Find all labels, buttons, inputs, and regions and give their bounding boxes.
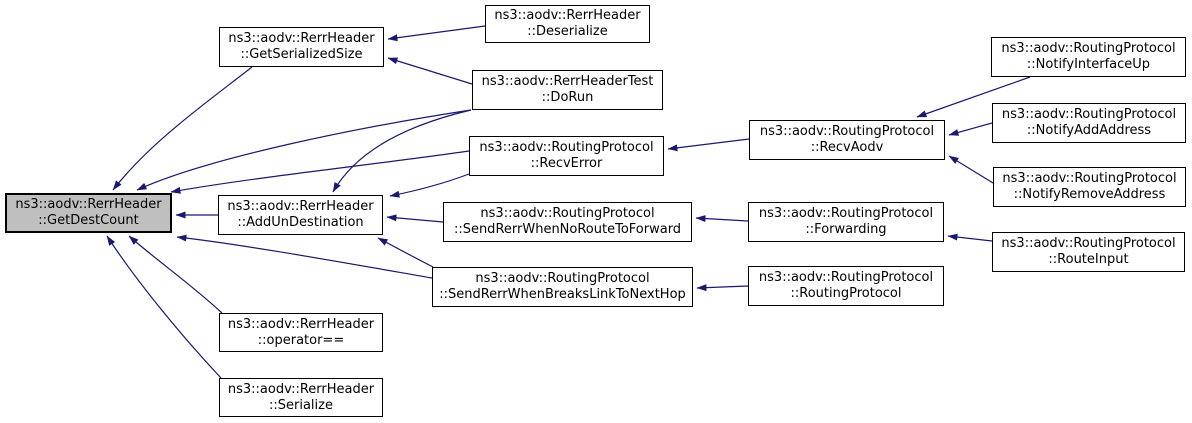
edge-notify-add-address-to-recv-aodv — [948, 122, 993, 136]
node-label-line: ::NotifyRemoveAddress — [1013, 187, 1166, 202]
edge-send-rerr-no-route-to-add-un-destination — [386, 214, 444, 223]
node-label-line: ::GetSerializedSize — [240, 47, 363, 62]
node-label-line: ::NotifyAddAddress — [1026, 123, 1152, 138]
graph-node-deserialize[interactable]: ns3::aodv::RerrHeader::Deserialize — [485, 5, 650, 43]
graph-node-notify-remove-address[interactable]: ns3::aodv::RoutingProtocol::NotifyRemove… — [993, 167, 1186, 207]
edge-send-rerr-breaks-link-to-get-dest-count — [176, 234, 433, 279]
node-label-line: ns3::aodv::RoutingProtocol — [480, 206, 655, 221]
edge-notify-remove-address-to-recv-aodv — [948, 155, 994, 184]
graph-node-notify-add-address[interactable]: ns3::aodv::RoutingProtocol::NotifyAddAdd… — [992, 103, 1186, 143]
node-label-line: ns3::aodv::RerrHeader — [15, 197, 162, 212]
edge-forwarding-to-send-rerr-no-route — [695, 215, 749, 223]
node-label-line: ns3::aodv::RoutingProtocol — [1002, 171, 1177, 186]
node-label-line: ns3::aodv::RoutingProtocol — [475, 271, 650, 286]
graph-node-forwarding[interactable]: ns3::aodv::RoutingProtocol::Forwarding — [748, 202, 944, 242]
graph-node-get-dest-count: ns3::aodv::RerrHeader::GetDestCount — [5, 193, 172, 233]
node-label-line: ns3::aodv::RoutingProtocol — [479, 140, 654, 155]
node-label-line: ::SendRerrWhenNoRouteToForward — [453, 222, 682, 237]
graph-node-serialize[interactable]: ns3::aodv::RerrHeader::Serialize — [219, 378, 383, 417]
graph-node-do-run[interactable]: ns3::aodv::RerrHeaderTest::DoRun — [472, 70, 663, 110]
node-label-line: ns3::aodv::RerrHeader — [227, 199, 374, 214]
edge-routing-protocol-ctor-to-send-rerr-breaks-link — [696, 284, 749, 292]
node-label-line: ::AddUnDestination — [237, 215, 364, 230]
edge-route-input-to-forwarding — [947, 233, 993, 242]
node-label-line: ns3::aodv::RerrHeader — [228, 31, 375, 46]
node-label-line: ns3::aodv::RerrHeaderTest — [481, 74, 654, 89]
edge-deserialize-to-get-serialized-size — [387, 25, 486, 42]
graph-node-send-rerr-no-route[interactable]: ns3::aodv::RoutingProtocol::SendRerrWhen… — [443, 202, 692, 242]
node-label-line: ::RecvError — [530, 156, 603, 171]
node-label-line: ns3::aodv::RerrHeader — [227, 381, 375, 397]
graph-node-add-un-destination[interactable]: ns3::aodv::RerrHeader::AddUnDestination — [218, 195, 383, 235]
node-label-line: ::NotifyInterfaceUp — [1026, 57, 1151, 72]
node-label-line: ::Forwarding — [805, 222, 887, 237]
graph-node-operator-eq[interactable]: ns3::aodv::RerrHeader::operator== — [219, 313, 383, 352]
node-label-line: ns3::aodv::RoutingProtocol — [1001, 107, 1177, 122]
edge-recv-error-to-add-un-destination — [389, 173, 470, 198]
node-label-line: ::RecvAodv — [810, 140, 884, 155]
node-label-line: ::RoutingProtocol — [790, 286, 902, 301]
graph-node-route-input[interactable]: ns3::aodv::RoutingProtocol::RouteInput — [992, 232, 1185, 272]
node-label-line: ::GetDestCount — [38, 213, 139, 228]
graph-node-send-rerr-breaks-link[interactable]: ns3::aodv::RoutingProtocol::SendRerrWhen… — [432, 267, 693, 307]
edge-do-run-to-add-un-destination — [332, 109, 472, 193]
node-label-line: ::SendRerrWhenBreaksLinkToNextHop — [439, 287, 686, 302]
edge-recv-error-to-get-dest-count — [170, 150, 470, 194]
graph-node-recv-aodv[interactable]: ns3::aodv::RoutingProtocol::RecvAodv — [749, 120, 945, 160]
edge-recv-aodv-to-recv-error — [667, 138, 750, 152]
edge-operator-eq-to-get-dest-count — [128, 235, 223, 314]
graph-node-get-serialized-size[interactable]: ns3::aodv::RerrHeader::GetSerializedSize — [219, 27, 384, 67]
node-label-line: ns3::aodv::RerrHeader — [227, 316, 375, 332]
graph-node-notify-interface-up[interactable]: ns3::aodv::RoutingProtocol::NotifyInterf… — [991, 37, 1186, 77]
edge-send-rerr-breaks-link-to-add-un-destination — [377, 237, 434, 268]
node-label-line: ::Deserialize — [527, 24, 608, 39]
node-label-line: ns3::aodv::RoutingProtocol — [758, 270, 934, 285]
node-label-line: ::operator== — [257, 332, 345, 348]
node-label-line: ns3::aodv::RoutingProtocol — [1001, 41, 1176, 56]
graph-node-routing-protocol-ctor[interactable]: ns3::aodv::RoutingProtocol::RoutingProto… — [748, 266, 944, 306]
edge-get-serialized-size-to-get-dest-count — [112, 66, 253, 191]
node-label-line: ::Serialize — [269, 397, 333, 413]
graph-node-recv-error[interactable]: ns3::aodv::RoutingProtocol::RecvError — [469, 136, 664, 176]
node-label-line: ::RouteInput — [1048, 252, 1129, 267]
node-label-line: ns3::aodv::RoutingProtocol — [1001, 236, 1176, 251]
edge-serialize-to-get-dest-count — [106, 235, 222, 379]
node-label-line: ns3::aodv::RoutingProtocol — [758, 206, 934, 221]
edge-do-run-to-get-dest-count — [136, 109, 472, 191]
edge-do-run-to-get-serialized-size — [387, 57, 473, 85]
node-label-line: ns3::aodv::RoutingProtocol — [759, 124, 935, 139]
node-label-line: ns3::aodv::RerrHeader — [494, 8, 641, 23]
node-label-line: ::DoRun — [541, 90, 594, 105]
